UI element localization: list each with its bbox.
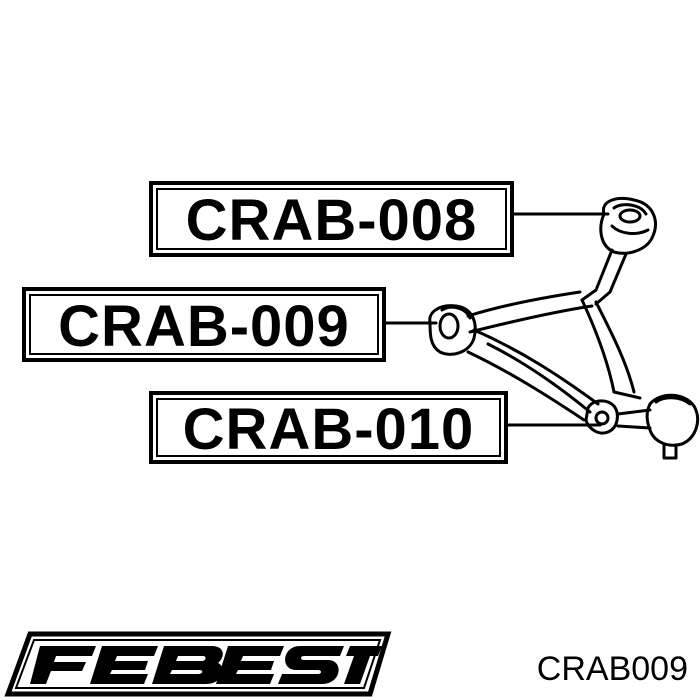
- callout-label-009: CRAB-009: [58, 293, 350, 359]
- part-number: CRAB009: [536, 650, 688, 688]
- lower-bushing: [584, 399, 619, 435]
- center-bushing: [428, 304, 477, 356]
- arm-front: [466, 290, 582, 318]
- febest-logo: [4, 631, 392, 697]
- arm-rear: [472, 328, 600, 406]
- upper-bushing: [599, 197, 657, 255]
- callout-label-008: CRAB-008: [185, 188, 478, 253]
- callout-label-010: CRAB-010: [182, 396, 475, 462]
- callout-crab-010: CRAB-010: [149, 391, 508, 464]
- upper-rod: [580, 248, 614, 302]
- ball-joint: [645, 393, 699, 447]
- callout-crab-009: CRAB-009: [22, 287, 386, 362]
- callout-crab-008: CRAB-008: [149, 181, 514, 257]
